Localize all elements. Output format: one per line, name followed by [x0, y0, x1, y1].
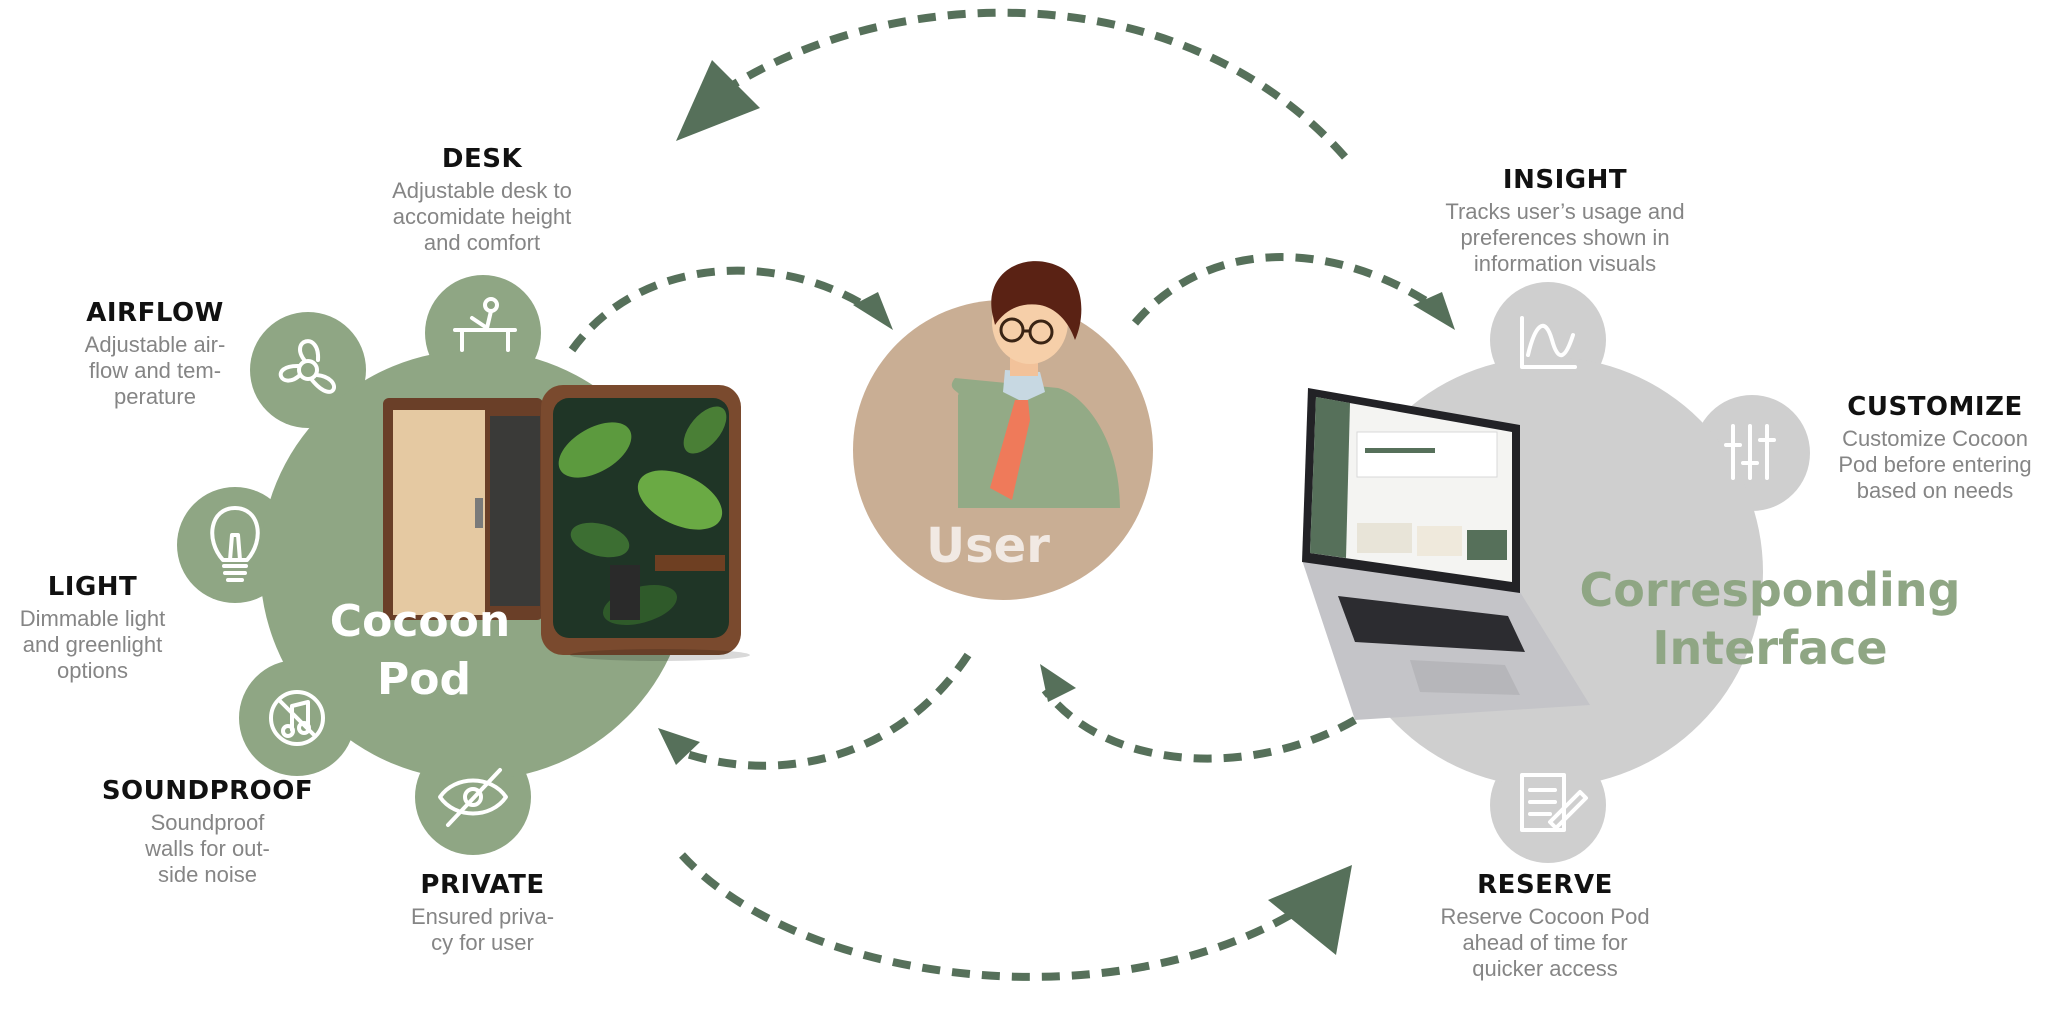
feature-customize-title: CUSTOMIZE [1847, 392, 2023, 422]
screen-card-2 [1357, 523, 1412, 553]
screen-sidebar [1310, 397, 1350, 558]
no-music-icon [269, 690, 325, 746]
arrow-pod-to-user [568, 266, 875, 353]
lightbulb-icon [210, 506, 260, 582]
arrowhead-2 [853, 292, 893, 330]
feature-light-title: LIGHT [47, 572, 138, 602]
screen-card-1 [1356, 431, 1498, 478]
interface-hub: Corresponding Interface [1302, 282, 1960, 863]
interface-title-line2: Interface [1652, 621, 1887, 675]
laptop-image [1302, 388, 1590, 720]
screen-bar [1365, 448, 1435, 453]
feature-airflow-desc: Adjustable air- flow and tem- perature [84, 332, 226, 409]
wave-chart-icon [1520, 316, 1577, 369]
feature-light: LIGHT Dimmable light and greenlight opti… [0, 572, 185, 684]
feature-desk: DESK Adjustable desk to accomidate heigh… [357, 144, 607, 256]
arrowhead-5 [1040, 664, 1076, 702]
cocoon-pod-image [383, 385, 750, 661]
laptop-keyboard [1338, 596, 1525, 652]
arrowhead-3 [1413, 292, 1455, 330]
document-pen-icon [1520, 773, 1588, 832]
user-collar [1003, 370, 1045, 402]
user-hub: User [853, 261, 1153, 600]
feature-private: PRIVATE Ensured priva- cy for user [375, 870, 590, 956]
screen-card-3 [1417, 526, 1462, 556]
pod-title-line1: Cocoon [330, 596, 510, 647]
pod-title-line2: Pod [377, 654, 471, 705]
flow-arrows [568, 8, 1443, 981]
feature-soundproof: SOUNDPROOF Soundproof walls for out- sid… [95, 776, 320, 888]
feature-soundproof-title: SOUNDPROOF [101, 776, 314, 806]
arrowhead-4 [658, 728, 700, 765]
laptop-trackpad [1410, 660, 1520, 695]
feature-customize: CUSTOMIZE Customize Cocoon Pod before en… [1815, 392, 2048, 504]
screen-card-4 [1467, 530, 1507, 560]
pod-leaf-pattern [558, 406, 727, 625]
user-avatar [951, 261, 1120, 508]
arrowhead-1 [676, 60, 760, 141]
feature-insight-title: INSIGHT [1502, 165, 1628, 195]
pod-door [393, 410, 485, 615]
feature-reserve: RESERVE Reserve Cocoon Pod ahead of time… [1405, 870, 1685, 982]
arrow-user-to-interface [1131, 253, 1443, 326]
eye-off-icon [438, 768, 508, 827]
arrowhead-6 [1268, 865, 1352, 955]
feature-desk-desc: Adjustable desk to accomidate height and… [392, 178, 572, 255]
pod-door-window [490, 416, 540, 606]
feature-insight: INSIGHT Tracks user’s usage and preferen… [1410, 165, 1720, 277]
user-title: User [926, 518, 1050, 574]
feature-airflow: AIRFLOW Adjustable air- flow and tem- pe… [50, 298, 260, 410]
desk-icon [453, 297, 517, 352]
sliders-icon [1724, 424, 1776, 480]
arrow-pod-to-interface-bottom [679, 852, 1325, 981]
feature-reserve-title: RESERVE [1477, 870, 1613, 900]
interface-title-line1: Corresponding [1580, 563, 1961, 617]
pod-shadow [570, 649, 750, 661]
cocoon-pod-hub: Cocoon Pod [177, 275, 750, 855]
feature-insight-desc: Tracks user’s usage and preferences show… [1445, 199, 1685, 276]
fan-icon [278, 339, 336, 394]
glasses-icon [999, 317, 1054, 345]
arrow-interface-to-pod-top [707, 8, 1348, 160]
arrow-user-to-pod [673, 652, 972, 770]
feature-soundproof-desc: Soundproof walls for out- side noise [145, 810, 270, 887]
pod-bubble-airflow [250, 312, 366, 428]
feature-light-desc: Dimmable light and greenlight options [19, 606, 166, 683]
feature-private-title: PRIVATE [420, 870, 545, 900]
arrow-interface-to-user [1041, 687, 1357, 763]
feature-reserve-desc: Reserve Cocoon Pod ahead of time for qui… [1440, 904, 1650, 981]
user-tie [990, 400, 1030, 500]
feature-airflow-title: AIRFLOW [86, 298, 224, 328]
feature-customize-desc: Customize Cocoon Pod before entering bas… [1838, 426, 2032, 503]
feature-desk-title: DESK [441, 144, 523, 174]
arrow-heads [658, 60, 1455, 955]
user-hair [991, 261, 1082, 340]
feature-private-desc: Ensured priva- cy for user [410, 904, 555, 955]
pod-handle [475, 498, 483, 528]
